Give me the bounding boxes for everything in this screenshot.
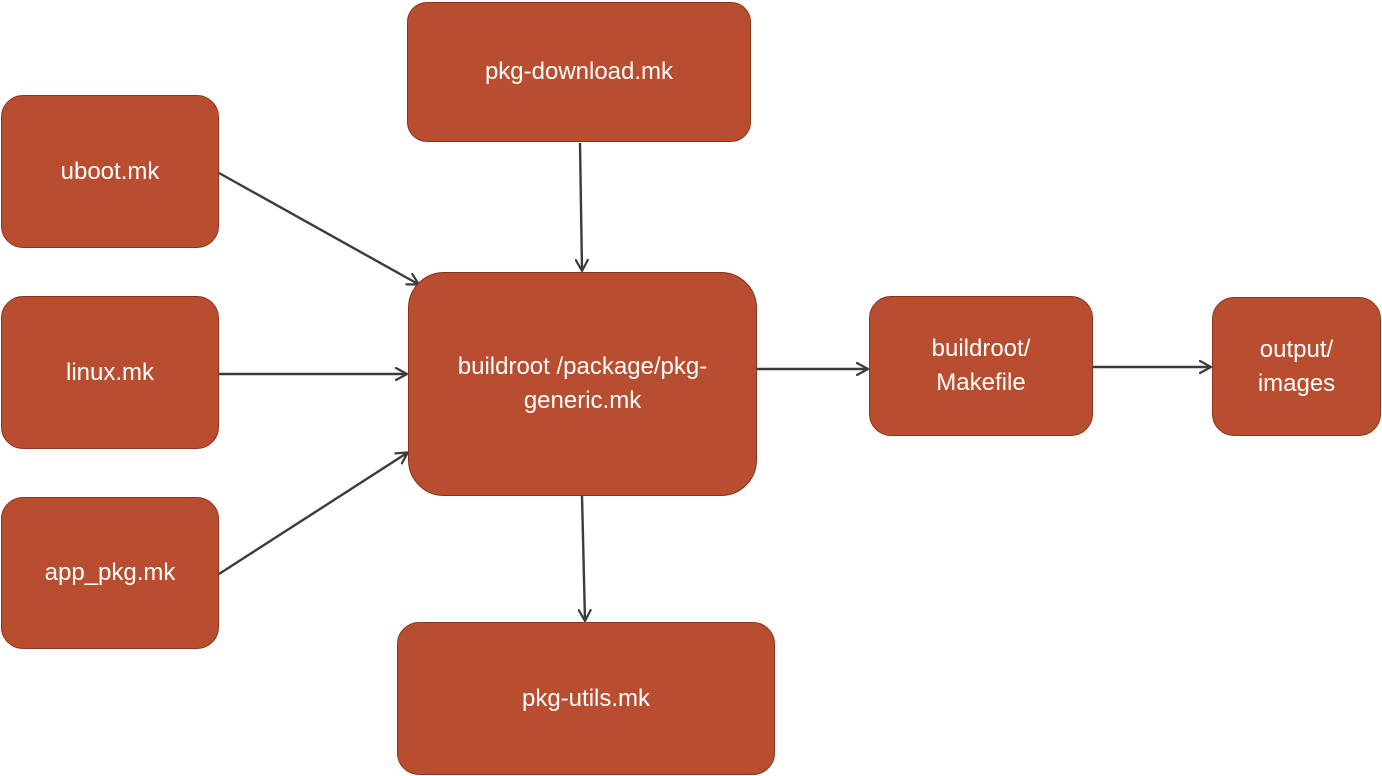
edge-apppkg-to-generic (218, 453, 407, 576)
edge-generic-to-utils (582, 495, 585, 620)
node-pkg-download-label: pkg-download.mk (484, 58, 674, 85)
node-pkg-generic: buildroot /package/pkg- generic.mk (408, 272, 757, 496)
node-makefile: buildroot/ Makefile (869, 296, 1093, 436)
node-output-images-label: output/ images (1257, 335, 1336, 397)
node-linux: linux.mk (1, 296, 219, 449)
node-app-pkg: app_pkg.mk (1, 497, 219, 649)
node-uboot: uboot.mk (1, 95, 219, 248)
node-linux-label: linux.mk (65, 358, 155, 386)
node-pkg-generic-label: buildroot /package/pkg- generic.mk (457, 353, 708, 414)
node-pkg-download: pkg-download.mk (407, 2, 751, 142)
node-pkg-utils: pkg-utils.mk (397, 622, 775, 775)
node-pkg-utils-label: pkg-utils.mk (521, 684, 651, 712)
node-app-pkg-label: app_pkg.mk (44, 559, 176, 586)
node-uboot-label: uboot.mk (60, 157, 160, 185)
node-makefile-label: buildroot/ Makefile (931, 335, 1031, 396)
node-output-images: output/ images (1212, 297, 1381, 436)
edge-download-to-generic (580, 142, 582, 270)
edge-uboot-to-generic (218, 171, 418, 284)
